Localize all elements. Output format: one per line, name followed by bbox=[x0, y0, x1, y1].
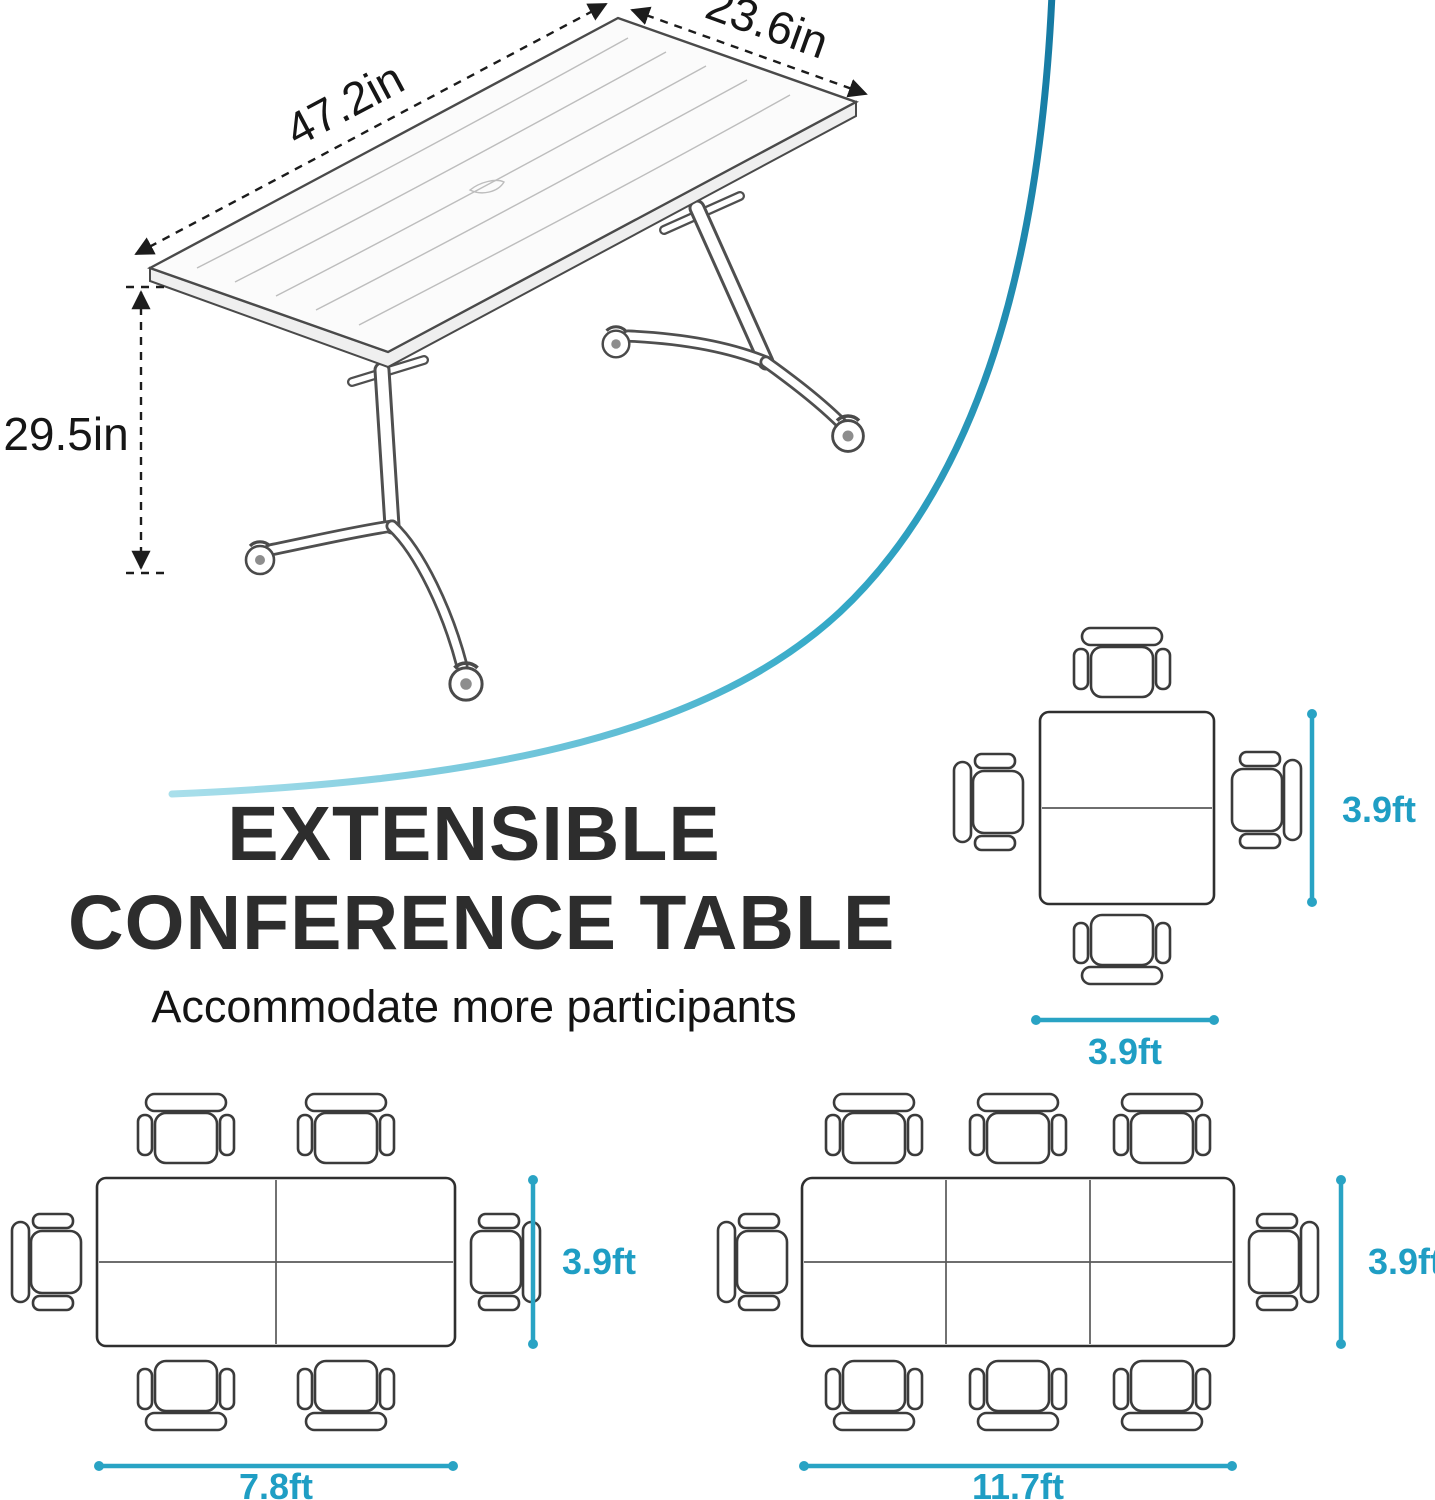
headline: EXTENSIBLE CONFERENCE TABLE Accommodate … bbox=[68, 790, 896, 1033]
chair-icon bbox=[136, 1092, 236, 1165]
chair-icon bbox=[824, 1359, 924, 1432]
layout-medium: 3.9ft 7.8ft bbox=[10, 1092, 636, 1500]
chair-icon bbox=[716, 1212, 789, 1312]
medium-width-label: 7.8ft bbox=[239, 1466, 313, 1500]
square-width-dimension: 3.9ft bbox=[1031, 1015, 1219, 1072]
large-depth-label: 3.9ft bbox=[1368, 1241, 1435, 1282]
table-leg-left bbox=[244, 355, 484, 702]
chair-icon bbox=[1230, 750, 1303, 850]
layout-square: 3.9ft 3.9ft bbox=[952, 626, 1416, 1072]
chair-icon bbox=[1112, 1092, 1212, 1165]
chair-icon bbox=[1112, 1359, 1212, 1432]
large-width-label: 11.7ft bbox=[972, 1466, 1064, 1500]
table-leg-right bbox=[601, 191, 866, 454]
chair-icon bbox=[469, 1212, 542, 1312]
chair-icon bbox=[136, 1359, 236, 1432]
chair-icon bbox=[952, 752, 1025, 852]
medium-width-dimension: 7.8ft bbox=[94, 1461, 458, 1500]
height-dimension-label: 29.5in bbox=[3, 408, 128, 460]
caster-wheel bbox=[448, 661, 484, 702]
chair-icon bbox=[10, 1212, 83, 1312]
medium-depth-dimension: 3.9ft bbox=[528, 1175, 636, 1349]
square-width-label: 3.9ft bbox=[1088, 1031, 1162, 1072]
chair-icon bbox=[1247, 1212, 1320, 1312]
chair-icon bbox=[1072, 626, 1172, 699]
headline-line2: CONFERENCE TABLE bbox=[68, 879, 896, 966]
height-dimension: 29.5in bbox=[3, 285, 170, 575]
accent-arc bbox=[168, 0, 1056, 798]
large-width-dimension: 11.7ft bbox=[799, 1461, 1237, 1500]
headline-line1: EXTENSIBLE bbox=[227, 791, 721, 877]
square-depth-label: 3.9ft bbox=[1342, 789, 1416, 830]
square-depth-dimension: 3.9ft bbox=[1307, 709, 1416, 907]
chair-icon bbox=[1072, 913, 1172, 986]
chair-icon bbox=[296, 1359, 396, 1432]
chair-icon bbox=[824, 1092, 924, 1165]
layout-large: 3.9ft 11.7ft bbox=[716, 1092, 1435, 1500]
table-3d-sketch: 47.2in 23.6in 29.5in bbox=[3, 0, 868, 702]
large-depth-dimension: 3.9ft bbox=[1336, 1175, 1435, 1349]
chair-icon bbox=[968, 1359, 1068, 1432]
medium-depth-label: 3.9ft bbox=[562, 1241, 636, 1282]
headline-subtitle: Accommodate more participants bbox=[151, 981, 797, 1033]
chair-icon bbox=[968, 1092, 1068, 1165]
chair-icon bbox=[296, 1092, 396, 1165]
